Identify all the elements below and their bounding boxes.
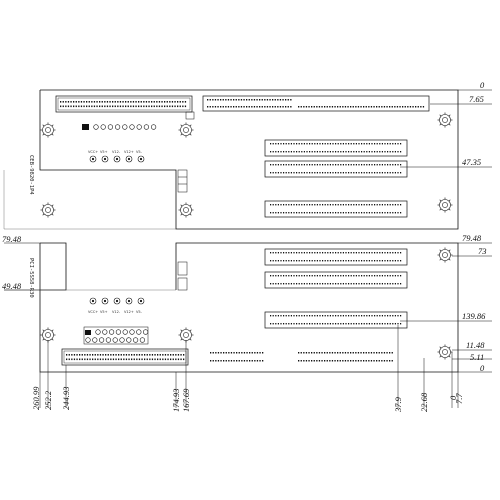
dim-bottom-22-68: 22.68 <box>419 392 429 412</box>
dim-right-139-86: 139.86 <box>462 311 486 321</box>
bottom-ide-connector <box>61 348 189 366</box>
bottom-volt-label-1: V5+ <box>100 310 108 314</box>
bottom-voltage-testpoints <box>89 297 145 305</box>
bottom-power-connectors <box>177 261 188 291</box>
dim-right-73: 73 <box>478 246 487 256</box>
top-volt-label-4: V5- <box>136 150 142 154</box>
top-volt-label-3: V12+ <box>124 150 134 154</box>
dim-bottom-7-7: 7.7 <box>454 393 464 404</box>
dim-left-79-48: 79.48 <box>2 234 22 244</box>
bottom-part-number: PCI-5S58-R30 <box>28 258 34 298</box>
top-ide-connector <box>55 95 193 113</box>
bottom-long-slots <box>210 352 393 362</box>
dim-bottom-174-93: 174.93 <box>171 388 181 412</box>
top-part-number: CEB-9820-1P4 <box>28 155 34 195</box>
bottom-volt-label-0: VCC+ <box>88 310 99 314</box>
bottom-pci-slots <box>264 248 408 329</box>
dim-left-49-48: 49.48 <box>2 281 22 291</box>
dim-right-0: 0 <box>480 80 485 90</box>
top-board-inner-cut <box>3 170 176 230</box>
top-pci-slots <box>264 139 408 218</box>
dim-bottom-244-93: 244.93 <box>61 386 71 410</box>
dim-bottom-167-69: 167.69 <box>181 388 191 412</box>
dim-bottom-260-99: 260.99 <box>31 386 41 410</box>
top-voltage-testpoints <box>89 155 145 163</box>
dim-bottom-37-9: 37.9 <box>393 397 403 412</box>
bottom-pin-header <box>83 326 149 345</box>
dim-bottom-252-2: 252.2 <box>43 390 53 410</box>
dim-right-11-48: 11.48 <box>466 340 485 350</box>
dimension-lines <box>4 89 492 408</box>
dim-right-7-65: 7.65 <box>469 94 484 104</box>
top-volt-label-1: V5+ <box>100 150 108 154</box>
dim-right-79-48: 79.48 <box>462 233 482 243</box>
dim-right-5-11: 5.11 <box>470 352 485 362</box>
bottom-mounting-holes <box>40 247 453 360</box>
top-volt-label-2: V12- <box>112 150 121 154</box>
top-pin-header <box>82 124 157 130</box>
top-power-connector <box>177 169 188 193</box>
dim-right-0b: 0 <box>480 363 485 373</box>
bottom-volt-label-4: V5- <box>136 310 142 314</box>
top-volt-label-0: VCC+ <box>88 150 99 154</box>
bottom-volt-label-2: V12- <box>112 310 121 314</box>
top-ide-small-block <box>185 111 195 120</box>
bottom-volt-label-3: V12+ <box>124 310 134 314</box>
dim-right-47-35: 47.35 <box>462 157 482 167</box>
top-long-slot <box>202 95 430 112</box>
bottom-board-outline <box>40 242 67 291</box>
